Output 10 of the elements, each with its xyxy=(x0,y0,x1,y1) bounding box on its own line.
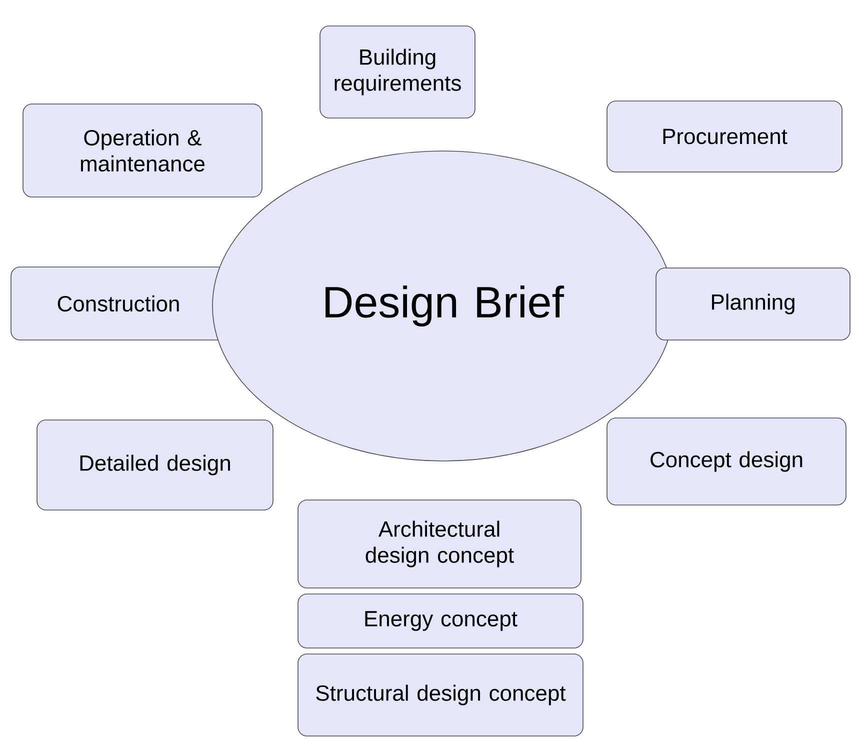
rounded-box: Construction xyxy=(10,266,226,340)
rounded-box: Detailed design xyxy=(36,420,274,510)
rounded-box: Architectural design concept xyxy=(298,500,582,588)
rounded-box: Operation & maintenance xyxy=(22,104,262,198)
rounded-box: Concept design xyxy=(606,418,846,506)
rounded-box: Energy concept xyxy=(298,594,584,648)
rounded-box: Building requirements xyxy=(320,26,476,118)
rounded-box: Planning xyxy=(656,268,850,340)
rounded-box: Structural design concept xyxy=(298,654,584,736)
rounded-box: Procurement xyxy=(606,100,842,172)
